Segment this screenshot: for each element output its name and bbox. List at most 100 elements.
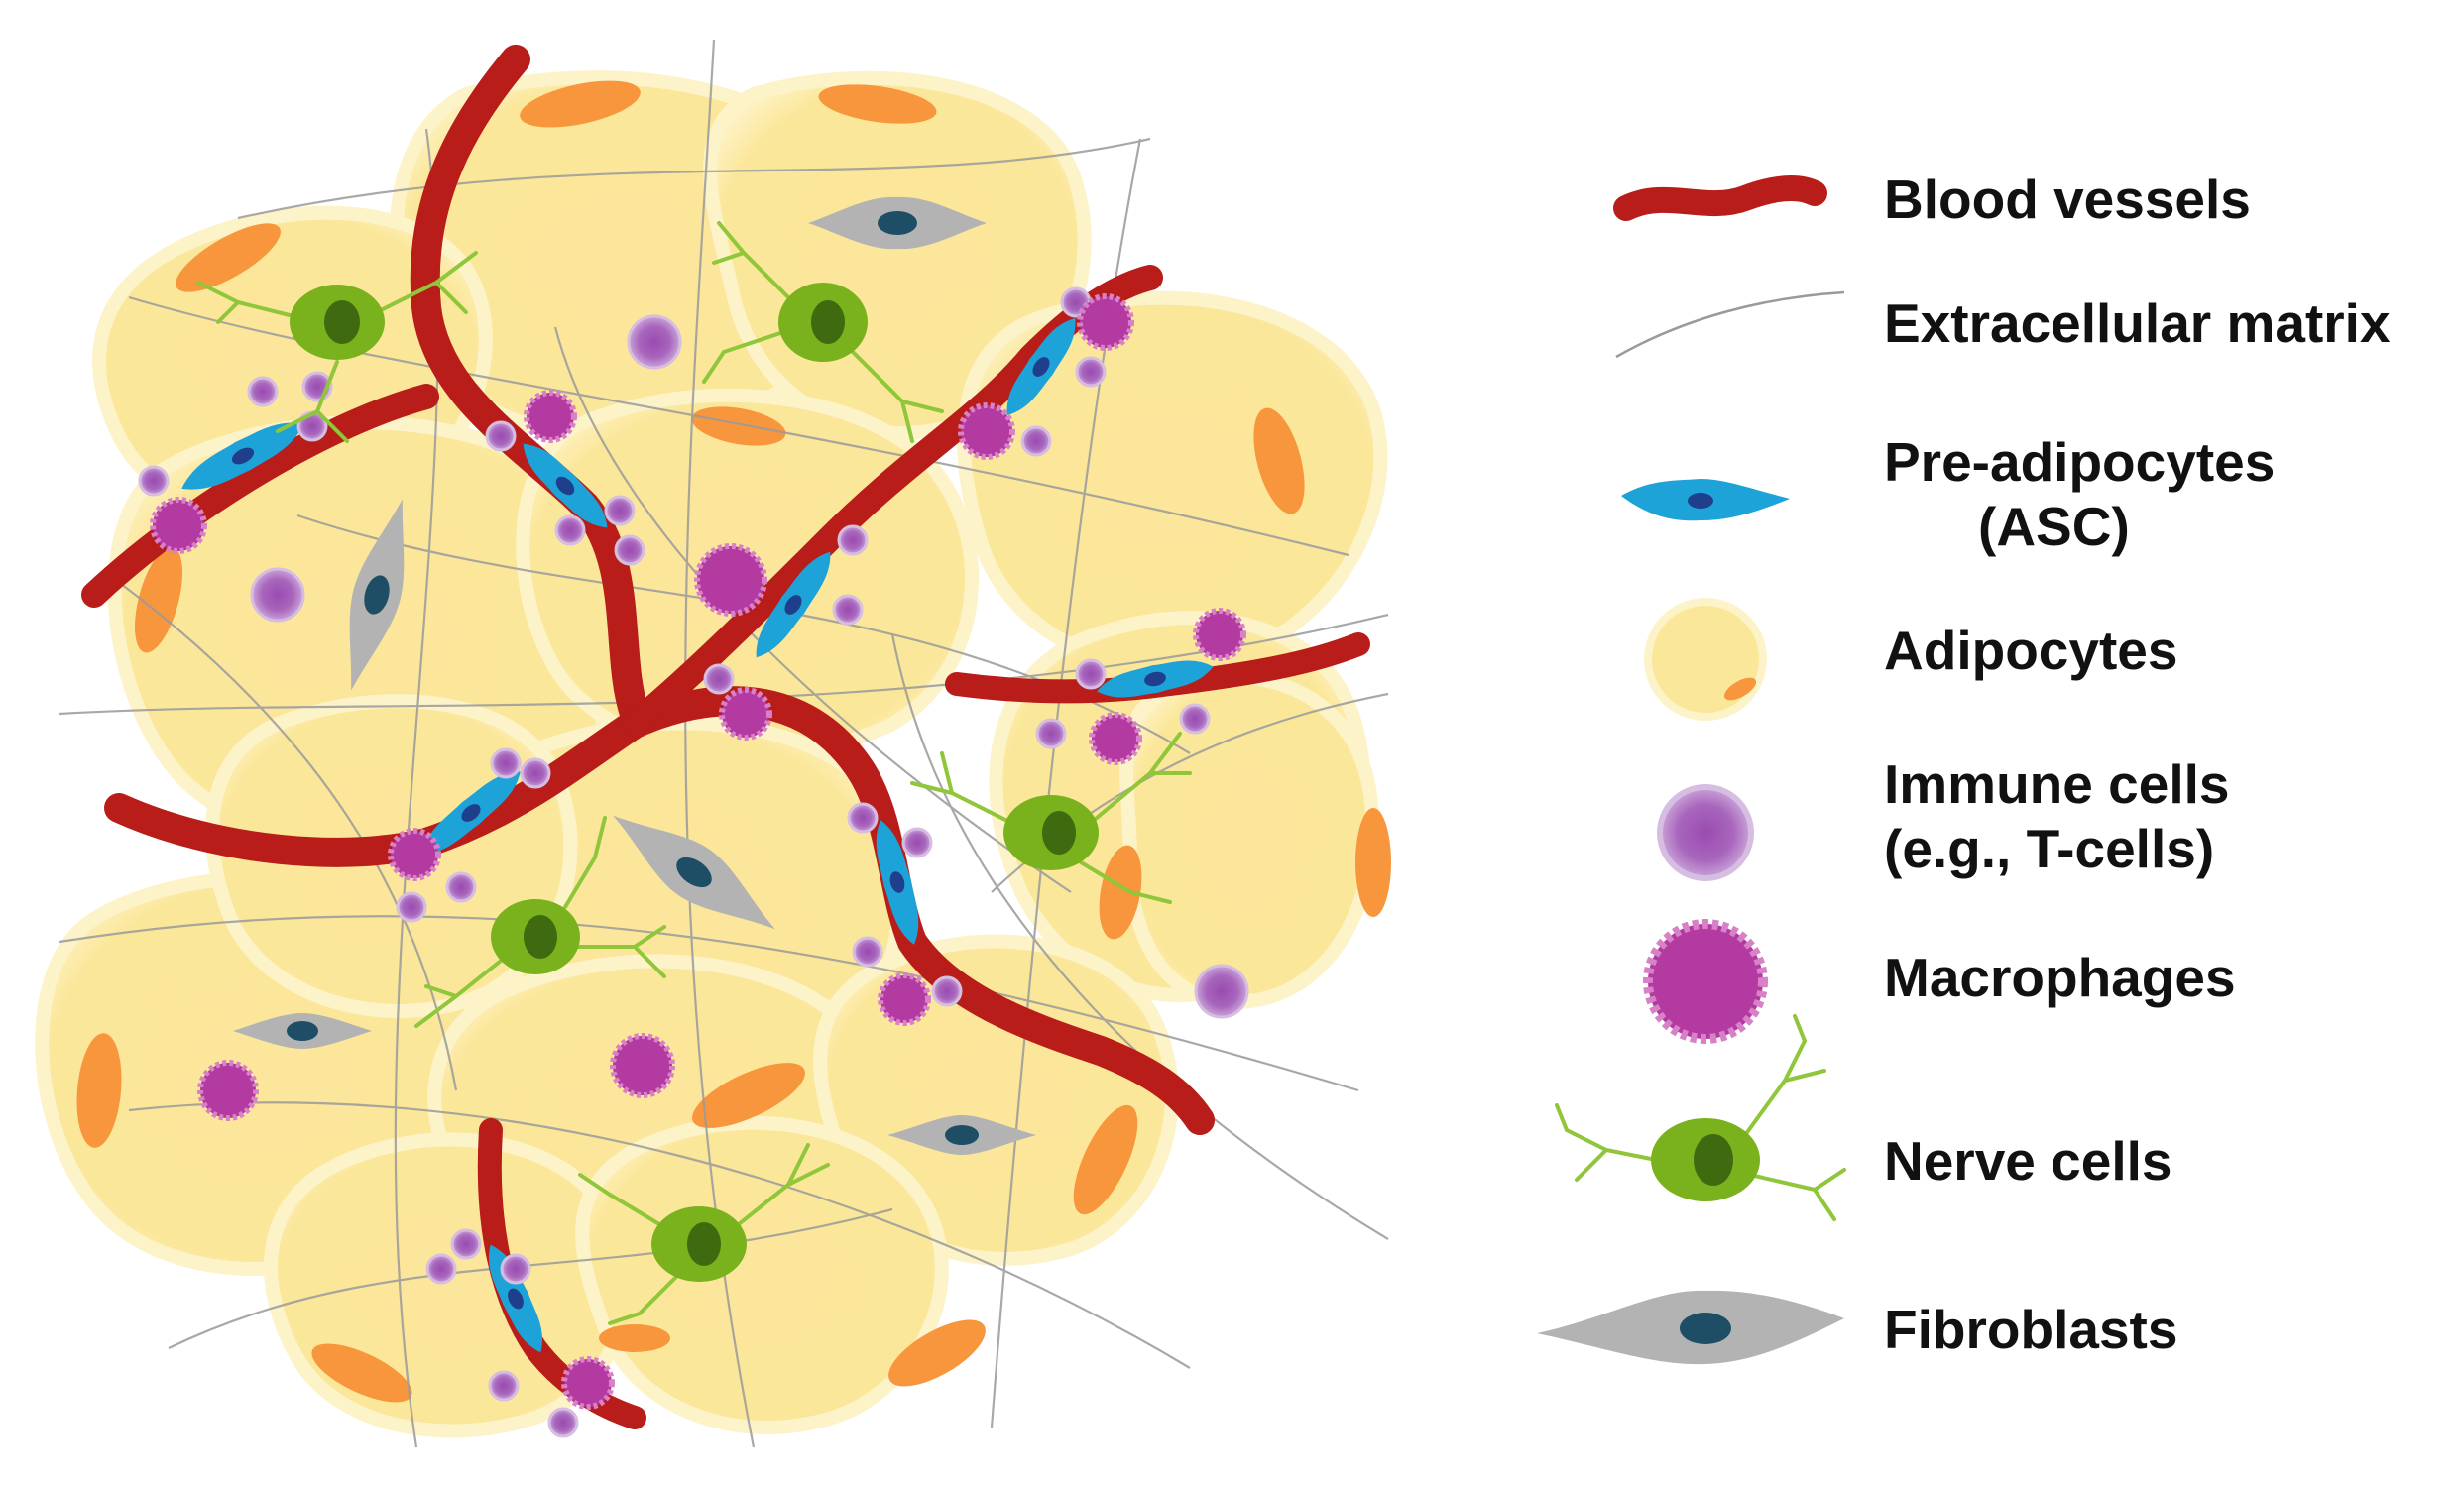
nerve-cell: [910, 732, 1192, 904]
macrophage: [561, 1356, 615, 1410]
adipocyte: [575, 1115, 949, 1434]
pre-adipocyte: [523, 443, 608, 528]
immune-cell: [247, 376, 279, 407]
immune-cell: [520, 757, 551, 789]
macrophage: [878, 972, 931, 1026]
legend: Blood vessels Extracellular matrix Pre-a…: [1537, 169, 2391, 1365]
adipocyte-nucleus: [1253, 407, 1305, 514]
immune-cell: [837, 524, 869, 556]
legend-item-immune-cells: Immune cells (e.g., T-cells): [1657, 753, 2229, 881]
macrophage: [719, 687, 772, 741]
adipocyte-nucleus: [520, 80, 641, 128]
tissue-illustration: [35, 39, 1391, 1448]
immune-cell: [832, 594, 864, 626]
legend-label-nerve-cells: Nerve cells: [1884, 1130, 2172, 1192]
immune-cell: [554, 514, 586, 546]
legend-item-pre-adipocytes: Pre-adipocytes (ASC): [1621, 431, 2275, 557]
immune-cell: [1020, 425, 1052, 457]
pre-adipocyte: [1097, 660, 1214, 698]
immune-cells: [138, 286, 1249, 1438]
macrophage: [1077, 293, 1134, 351]
legend-label-macrophages: Macrophages: [1884, 947, 2236, 1008]
pre-adipocyte: [181, 422, 304, 490]
macrophage: [1193, 608, 1246, 661]
immune-cell: [1075, 658, 1107, 690]
pre-adipocyte: [421, 771, 521, 855]
pre-adipocyte: [756, 551, 831, 658]
adipocyte-nucleus: [691, 406, 786, 446]
immune-cell: [450, 1228, 482, 1260]
immune-cell: [488, 1370, 520, 1402]
adipocyte-nucleus: [1355, 808, 1391, 917]
adipocyte-icon: [1644, 598, 1767, 721]
legend-item-ecm: Extracellular matrix: [1615, 290, 2391, 359]
ecm-fibers: [59, 39, 1389, 1448]
legend-label-immune-cells: Immune cells: [1884, 753, 2229, 815]
fibroblast: [808, 196, 987, 250]
macrophage: [197, 1060, 259, 1121]
nerve-cell-icon: [1555, 1014, 1846, 1221]
adipocyte-nucleus: [818, 84, 937, 124]
adipocyte-nucleus: [1073, 1104, 1138, 1215]
fibroblast: [887, 1115, 1036, 1155]
pre-adipocytes: [181, 317, 1214, 1353]
adipocyte-nucleus: [176, 223, 281, 292]
blood-vessel: [410, 45, 649, 729]
immune-cell: [901, 827, 933, 858]
legend-label-adipocytes: Adipocytes: [1884, 620, 2177, 681]
fibroblast: [233, 1013, 372, 1049]
adipocyte-nucleus: [888, 1319, 986, 1387]
legend-label-pre-adipocytes-sub: (ASC): [1978, 496, 2130, 557]
macrophage-icon: [1643, 919, 1768, 1044]
adipocyte-nuclei: [76, 80, 1391, 1403]
legend-label-blood-vessels: Blood vessels: [1884, 169, 2251, 230]
adipocyte: [1119, 669, 1380, 1009]
legend-item-adipocytes: Adipocytes: [1644, 598, 2177, 721]
macrophage: [610, 1033, 675, 1098]
immune-cell: [703, 663, 735, 695]
immune-cell-icon: [1657, 784, 1754, 881]
immune-cell: [1075, 356, 1107, 388]
immune-cell: [485, 420, 517, 452]
macrophage: [150, 497, 207, 554]
macrophages: [150, 293, 1246, 1410]
blood-vessel-icon: [1613, 175, 1827, 221]
fibroblasts: [233, 196, 1036, 1155]
immune-cell: [500, 1253, 531, 1285]
adipocyte-nucleus: [692, 1063, 805, 1128]
immune-cell: [1179, 703, 1211, 735]
pre-adipocyte: [876, 820, 919, 945]
fibroblast: [613, 815, 775, 930]
immune-cell: [490, 747, 522, 779]
legend-item-blood-vessels: Blood vessels: [1613, 169, 2251, 230]
immune-cell: [931, 975, 963, 1007]
legend-item-nerve-cells: Nerve cells: [1555, 1014, 2172, 1221]
immune-cell: [1035, 718, 1067, 749]
immune-cell: [425, 1253, 457, 1285]
immune-cell: [847, 802, 879, 834]
immune-cell: [396, 891, 427, 923]
fibroblast: [349, 499, 405, 691]
macrophage: [388, 828, 441, 881]
legend-item-fibroblasts: Fibroblasts: [1537, 1290, 2177, 1365]
fibroblast-icon: [1537, 1290, 1844, 1365]
immune-cell: [250, 567, 305, 623]
legend-label-ecm: Extracellular matrix: [1884, 292, 2391, 354]
adipocyte-nucleus: [135, 546, 182, 653]
macrophage: [694, 543, 767, 617]
legend-label-fibroblasts: Fibroblasts: [1884, 1299, 2177, 1360]
legend-item-macrophages: Macrophages: [1643, 919, 2236, 1044]
legend-label-pre-adipocytes: Pre-adipocytes: [1884, 431, 2275, 493]
immune-cell: [604, 495, 636, 526]
adipocyte-nucleus: [76, 1033, 122, 1148]
nerve-cell: [414, 816, 666, 1028]
immune-cell: [445, 871, 477, 903]
immune-cell: [614, 534, 645, 566]
ecm-fiber-icon: [1615, 290, 1845, 359]
adipocyte-nucleus: [311, 1343, 412, 1403]
pre-adipocyte: [1006, 317, 1076, 416]
legend-label-immune-cells-sub: (e.g., T-cells): [1884, 818, 2214, 879]
macrophage: [524, 390, 577, 443]
nerve-cell: [578, 1143, 830, 1325]
